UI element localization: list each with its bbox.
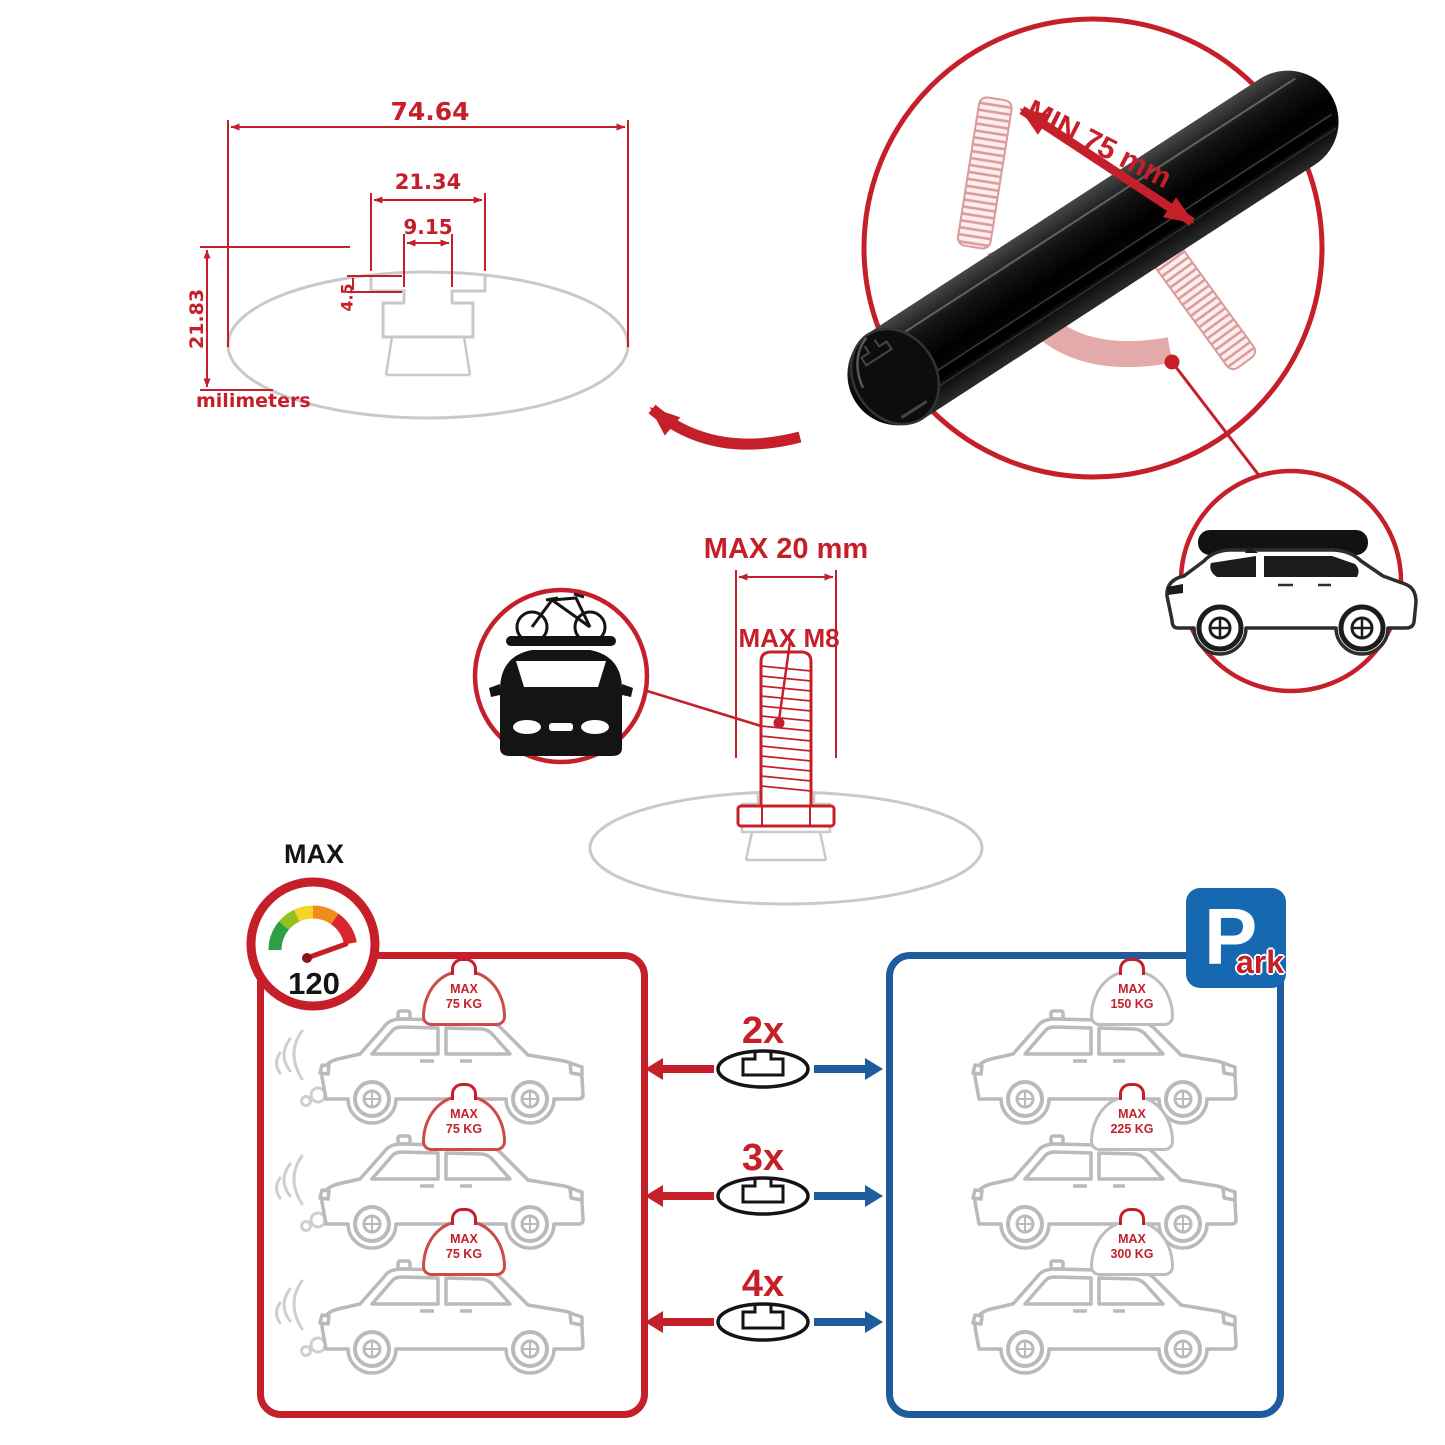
parking-sign: P ark [1186, 888, 1286, 988]
load-line1: MAX [450, 1232, 478, 1246]
car-with-bike-icon [489, 592, 633, 756]
crossbar-count-icon [716, 1302, 810, 1342]
multiplier-4x: 4x [741, 1263, 785, 1305]
profile-dimension-drawing [200, 120, 802, 450]
parking-sign-suffix: ark [1236, 944, 1285, 980]
gauge-arc [268, 905, 357, 951]
parking-sign-letter: P [1204, 892, 1258, 981]
arrow-right-blue [814, 1185, 883, 1207]
bolt-dimension-lines [735, 570, 837, 758]
roof-load-badge: MAX 150 KG [1090, 970, 1174, 1026]
arrow-left-red [645, 1311, 714, 1333]
speed-max-label: MAX [284, 839, 344, 869]
load-line1: MAX [1118, 1232, 1146, 1246]
bolt-spec-drawing [472, 570, 984, 906]
dimension-lines [200, 120, 629, 391]
load-line2: 300 KG [1110, 1247, 1154, 1261]
multiplier-2x: 2x [741, 1010, 785, 1052]
callout-line-to-bolt [643, 688, 762, 728]
roof-load-badge: MAX 300 KG [1090, 1220, 1174, 1276]
load-line2: 225 KG [1110, 1122, 1154, 1136]
load-line2: 75 KG [445, 1122, 483, 1136]
crossbar-count-icon [716, 1176, 810, 1216]
crossbar-closeup [847, 16, 1418, 694]
gauge-needle [304, 941, 349, 961]
dim-total-width: 74.64 [390, 97, 470, 126]
units-label: milimeters [196, 390, 311, 412]
bolt-max-thread-label: MAX M8 [738, 623, 840, 653]
speed-value: 120 [288, 966, 340, 1001]
t-bolt [736, 650, 836, 828]
parked-load-panel: MAX 150 KG MAX 225 KG MAX 300 KG [886, 952, 1284, 1418]
bolt-max-length-label: MAX 20 mm [703, 533, 869, 565]
arrow-right-blue [814, 1311, 883, 1333]
speedometer-icon [246, 877, 380, 1011]
dim-slot-width: 9.15 [403, 215, 453, 239]
pointer-arrow [648, 404, 802, 450]
magnifier-circle [861, 16, 1325, 480]
roof-load-badge: MAX 75 KG [422, 970, 506, 1026]
load-line2: 150 KG [1110, 997, 1154, 1011]
load-line1: MAX [450, 1107, 478, 1121]
load-line1: MAX [1118, 1107, 1146, 1121]
leader-dot [773, 717, 785, 729]
driving-load-panel: MAX 75 KG MAX 75 KG MAX 75 KG [257, 952, 648, 1418]
crossbar-count-icon [716, 1049, 810, 1089]
dim-lip-depth: 4.5 [337, 283, 357, 312]
dim-channel-width: 21.34 [394, 170, 462, 194]
min-clearance-arrow [1019, 106, 1195, 226]
dim-total-height: 21.83 [186, 288, 208, 349]
arrow-left-red [645, 1185, 714, 1207]
load-line2: 75 KG [445, 997, 483, 1011]
load-line1: MAX [1118, 982, 1146, 996]
load-line1: MAX [450, 982, 478, 996]
crossbar-3d-bar [847, 70, 1339, 426]
multiplier-3x: 3x [741, 1137, 785, 1179]
load-line2: 75 KG [445, 1247, 483, 1261]
arrow-left-red [645, 1058, 714, 1080]
arrow-right-blue [814, 1058, 883, 1080]
suv-with-roofbox-icon [1165, 530, 1418, 656]
